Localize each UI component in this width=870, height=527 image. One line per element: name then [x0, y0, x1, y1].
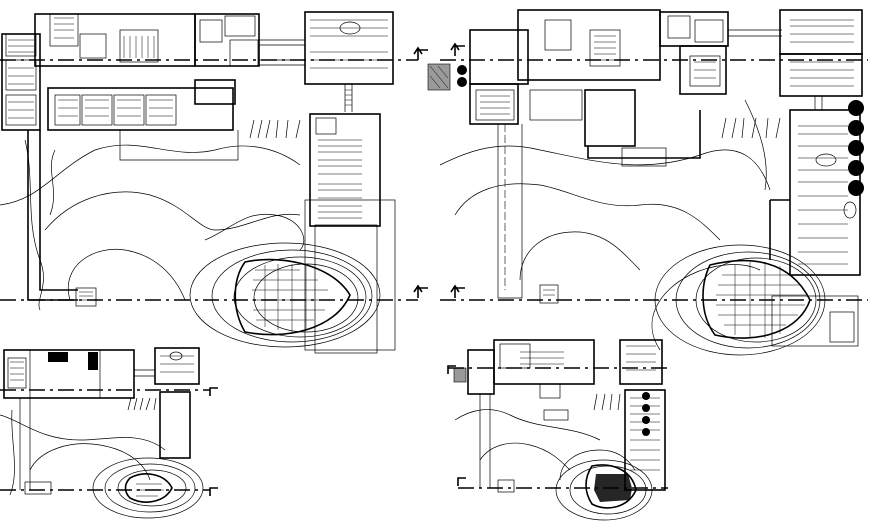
auditorium-left — [189, 242, 381, 348]
elevation-marks-right — [721, 117, 781, 139]
section-lines — [0, 59, 868, 491]
right-meeting-block — [779, 9, 863, 110]
section-arrow-small-right-bottom — [457, 477, 466, 486]
meeting-block — [304, 11, 394, 112]
small-plan-left — [0, 347, 218, 519]
elevation-marks — [249, 119, 301, 139]
right-admin-block — [427, 9, 782, 304]
section-arrow-small-left-bottom — [209, 487, 218, 496]
section-arrow-top — [413, 46, 428, 60]
large-plan-left — [0, 11, 428, 354]
terrain-contours — [0, 139, 305, 311]
small-right-contours — [454, 409, 636, 481]
section-arrow-mid — [413, 284, 428, 298]
classroom-wing — [304, 113, 396, 354]
terrain-contours-right — [439, 99, 771, 351]
section-arrow-small-left-top — [209, 387, 218, 396]
small-left-contours — [0, 409, 166, 496]
admin-block — [1, 13, 305, 307]
right-classroom-wing — [769, 109, 861, 347]
right-trees — [848, 100, 864, 196]
section-arrow-small-right-top — [447, 365, 456, 374]
small-plan-right — [447, 339, 666, 521]
section-arrow-right-top — [450, 42, 465, 56]
section-arrow-right-mid — [450, 284, 465, 298]
large-plan-right — [427, 9, 864, 356]
